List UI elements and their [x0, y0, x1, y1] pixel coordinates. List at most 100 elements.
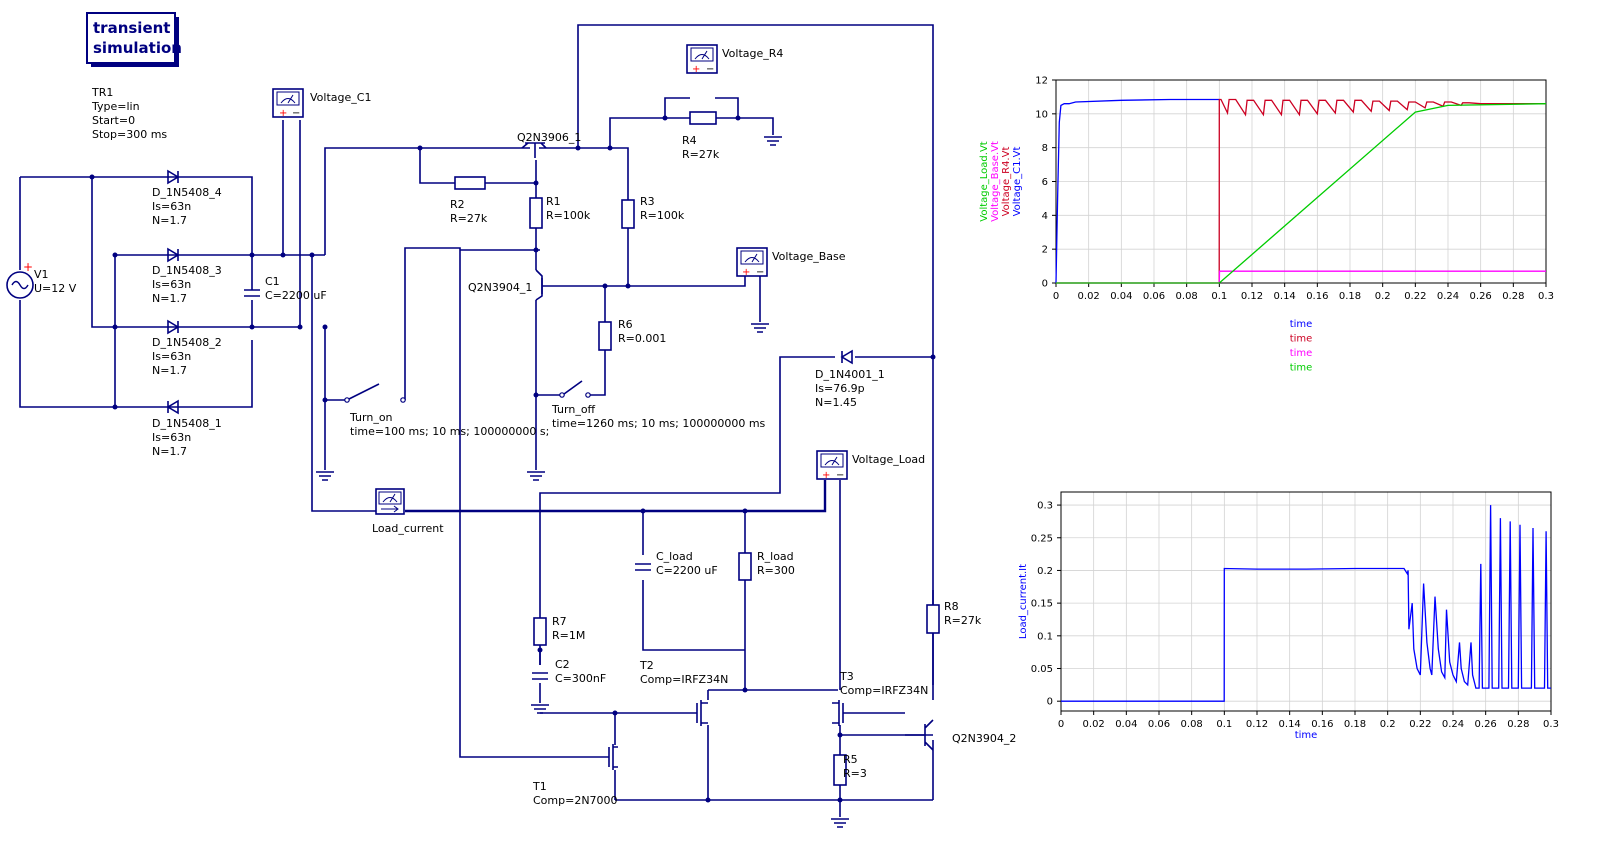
resistor-r1[interactable]: R1 R=100k — [529, 195, 591, 229]
x-axis-label: time — [1295, 730, 1318, 741]
v1-source[interactable]: + V1 U=12 V — [6, 260, 77, 299]
t2-value: Comp=IRFZ34N — [640, 673, 728, 686]
r7-value: R=1M — [552, 629, 585, 642]
sim-title-line1: transient — [93, 19, 170, 37]
x-tick-label: 0.28 — [1507, 719, 1529, 730]
r2-name: R2 — [450, 198, 465, 211]
resistor-r3[interactable]: R3 R=100k — [621, 195, 685, 229]
resistor-r-load[interactable]: R_load R=300 — [738, 550, 795, 581]
mosfet-t3[interactable]: T3 Comp=IRFZ34N — [832, 670, 928, 726]
load-current-label: Load_current — [372, 522, 444, 535]
voltage-chart-grid — [1055, 79, 1547, 284]
r7-name: R7 — [552, 615, 567, 628]
d1-is: Is=63n — [152, 431, 191, 444]
junctions — [89, 115, 936, 803]
x-tick-label: 0.06 — [1143, 291, 1165, 302]
resistor-r6[interactable]: R6 R=0.001 — [598, 318, 666, 351]
capacitor-c2[interactable]: C2 C=300nF — [532, 658, 606, 685]
switch-turn-on[interactable]: Turn_on time=100 ms; 10 ms; 100000000 s; — [344, 383, 549, 438]
r-load-value: R=300 — [757, 564, 795, 577]
x-tick-label: 0.2 — [1375, 291, 1391, 302]
current-chart-grid — [1060, 492, 1552, 711]
transient-simulation-block[interactable]: transient simulation — [86, 12, 182, 67]
resistor-r7[interactable]: R7 R=1M — [533, 615, 585, 646]
diode-d2[interactable]: D_1N5408_2 Is=63n N=1.7 — [152, 319, 222, 377]
diode-d1[interactable]: D_1N5408_1 Is=63n N=1.7 — [152, 399, 222, 458]
ground-c2 — [531, 704, 549, 714]
r1-value: R=100k — [546, 209, 591, 222]
r3-name: R3 — [640, 195, 655, 208]
x-tick-label: 0.16 — [1311, 719, 1333, 730]
x-axis-label: time — [1290, 348, 1313, 359]
mosfet-t2[interactable]: T2 Comp=IRFZ34N — [639, 659, 728, 726]
resistor-r4[interactable]: R4 R=27k — [682, 111, 720, 161]
probe-voltage-r4[interactable]: + − Voltage_R4 — [686, 44, 783, 75]
d3-name: D_1N5408_3 — [152, 264, 222, 277]
ground-r1 — [527, 471, 545, 481]
capacitor-c-load[interactable]: C_load C=2200 uF — [635, 550, 718, 577]
probe-load-current[interactable]: Load_current — [372, 488, 444, 535]
series-line-voltage-r4-vt — [1056, 98, 1546, 284]
x-tick-label: 0.14 — [1279, 719, 1301, 730]
v1-value: U=12 V — [34, 282, 77, 295]
q2n3904-2-name: Q2N3904_2 — [952, 732, 1016, 745]
current-chart-series — [1061, 505, 1551, 702]
series-line-voltage-load-vt — [1056, 103, 1547, 284]
current-chart-frame — [1060, 491, 1552, 712]
svg-text:+: + — [692, 64, 700, 75]
t1-value: Comp=2N7000 — [533, 794, 618, 807]
switch-turn-off[interactable]: Turn_off time=1260 ms; 10 ms; 100000000 … — [551, 380, 766, 430]
x-tick-label: 0.04 — [1115, 719, 1137, 730]
x-tick-label: 0.28 — [1502, 291, 1524, 302]
series-line-load-current-it — [1061, 505, 1551, 702]
x-tick-label: 0 — [1058, 719, 1064, 730]
q2n3906-name: Q2N3906_1 — [517, 131, 581, 144]
probe-voltage-load[interactable]: + − Voltage_Load — [816, 450, 925, 481]
resistor-r2[interactable]: R2 R=27k — [450, 176, 488, 225]
transistor-q2n3906[interactable]: Q2N3906_1 — [517, 131, 581, 158]
y-axis-label: Voltage_C1.Vt — [1012, 147, 1023, 217]
y-tick-label: 0.05 — [1031, 664, 1053, 675]
transistor-q2n3904-1[interactable]: Q2N3904_1 — [468, 269, 545, 301]
mosfet-t1[interactable]: T1 Comp=2N7000 — [532, 744, 618, 807]
tr1-name: TR1 — [91, 86, 113, 99]
capacitor-c1[interactable]: C1 C=2200 uF — [244, 275, 327, 302]
y-tick-label: 0.3 — [1037, 501, 1053, 512]
r2-value: R=27k — [450, 212, 488, 225]
probe-voltage-c1[interactable]: + − Voltage_C1 — [272, 88, 371, 119]
diode-d4[interactable]: D_1N5408_4 Is=63n N=1.7 — [152, 169, 222, 227]
y-tick-label: 0.15 — [1031, 599, 1053, 610]
resistor-r8[interactable]: R8 R=27k — [926, 600, 982, 634]
diode-d3[interactable]: D_1N5408_3 Is=63n N=1.7 — [152, 247, 222, 305]
series-line-voltage-base-vt — [1056, 270, 1546, 284]
current-chart-x-labels: time — [1295, 730, 1318, 741]
r8-value: R=27k — [944, 614, 982, 627]
probe-voltage-base[interactable]: + − Voltage_Base — [736, 247, 846, 278]
tr1-type: Type=lin — [91, 100, 140, 113]
diode-d1n4001[interactable]: D_1N4001_1 Is=76.9p N=1.45 — [815, 349, 885, 409]
svg-text:−: − — [706, 64, 714, 75]
t1-name: T1 — [532, 780, 547, 793]
c1-value: C=2200 uF — [265, 289, 327, 302]
r6-value: R=0.001 — [618, 332, 666, 345]
transistor-q2n3904-2[interactable]: Q2N3904_2 — [905, 719, 1016, 751]
c-load-value: C=2200 uF — [656, 564, 718, 577]
q2n3904-1-name: Q2N3904_1 — [468, 281, 532, 294]
d2-is: Is=63n — [152, 350, 191, 363]
resistor-r5[interactable]: R5 R=3 — [833, 753, 867, 786]
r-load-name: R_load — [757, 550, 794, 563]
svg-text:+: + — [742, 267, 750, 278]
x-tick-label: 0.06 — [1148, 719, 1170, 730]
y-tick-label: 4 — [1042, 211, 1048, 222]
turn-off-value: time=1260 ms; 10 ms; 100000000 ms — [552, 417, 766, 430]
series-line-voltage-c1-vt — [1055, 98, 1220, 284]
y-axis-label: Voltage_R4.Vt — [1001, 147, 1012, 217]
y-tick-label: 10 — [1035, 109, 1048, 120]
r1-name: R1 — [546, 195, 561, 208]
d1-name: D_1N5408_1 — [152, 417, 222, 430]
